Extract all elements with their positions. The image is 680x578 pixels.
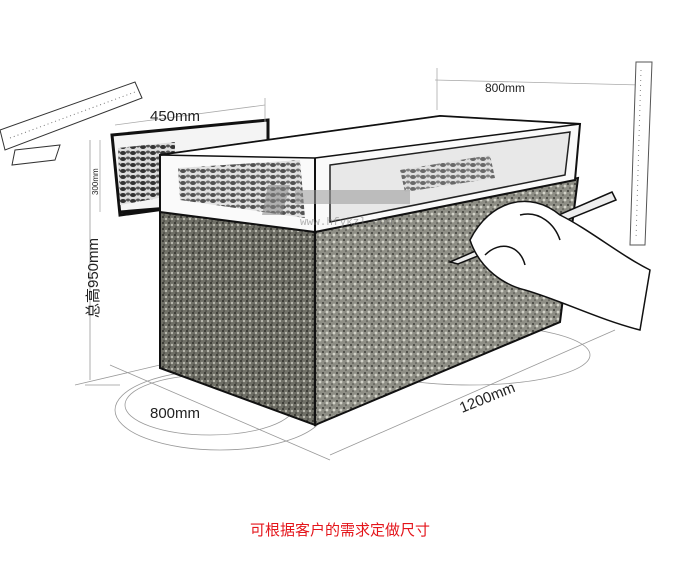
hand-with-pencil-icon bbox=[447, 191, 651, 331]
width-top-label: 800mm bbox=[485, 81, 525, 95]
stone-base-front bbox=[159, 210, 316, 427]
watermark-logo: www.hfykzl.com bbox=[262, 185, 410, 229]
depth-bottom-label: 800mm bbox=[150, 405, 200, 422]
depth-top-label: 450mm bbox=[150, 108, 200, 125]
vertical-ruler-icon bbox=[629, 61, 653, 246]
caliper-ruler-icon bbox=[0, 81, 143, 166]
glass-height-label: 300mm bbox=[91, 168, 100, 195]
watermark-url: www.hfykzl.com bbox=[300, 217, 393, 229]
dimension-lines bbox=[99, 68, 641, 212]
custom-size-caption: 可根据客户的需求定做尺寸 bbox=[249, 521, 430, 539]
total-height-label: 总高950mm bbox=[85, 238, 102, 318]
